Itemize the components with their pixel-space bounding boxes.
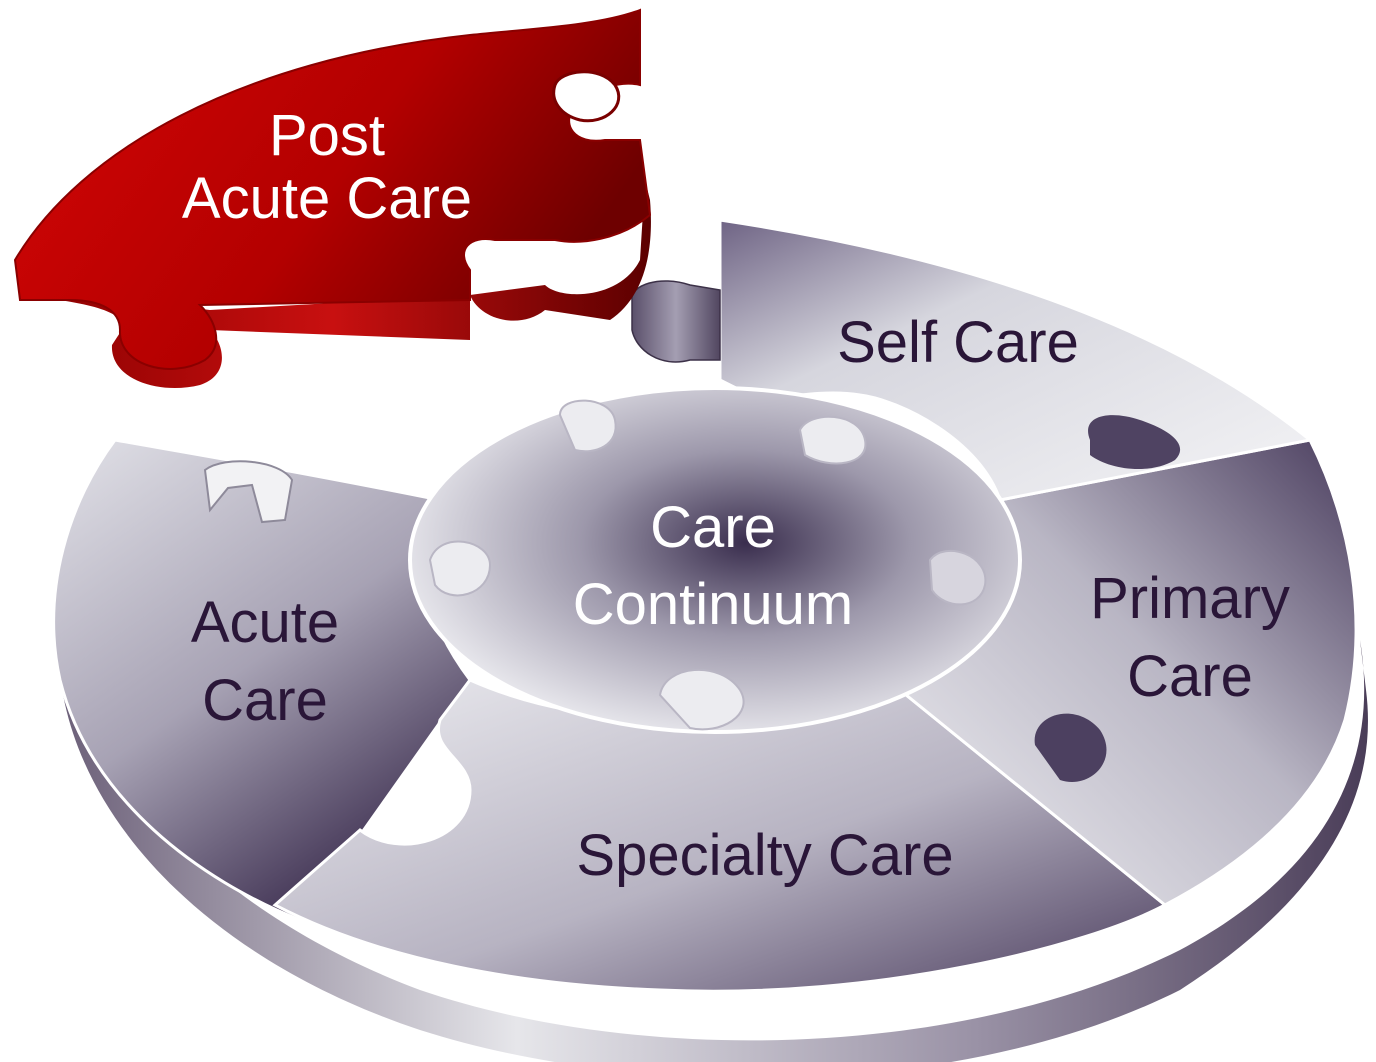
post-acute-care-label: Post Acute Care: [182, 103, 472, 231]
specialty-care-label: Specialty Care: [576, 823, 953, 888]
post-acute-care-label-line2: Acute Care: [182, 166, 472, 231]
center-label-line1: Care: [650, 495, 776, 560]
care-continuum-center-piece: [408, 386, 1022, 734]
post-acute-care-label-line1: Post: [269, 103, 385, 168]
acute-care-piece: [52, 438, 472, 922]
post-acute-care-piece: [13, 8, 652, 389]
center-label-line2: Continuum: [573, 572, 853, 637]
primary-care-label: Primary Care: [1090, 566, 1290, 709]
acute-care-label-line1: Acute: [191, 590, 339, 655]
center-label: Care Continuum: [573, 495, 853, 637]
primary-care-label-line1: Primary: [1090, 566, 1290, 631]
self-care-label: Self Care: [837, 310, 1079, 375]
acute-care-label-line2: Care: [202, 668, 328, 733]
acute-care-label: Acute Care: [191, 590, 339, 733]
primary-care-label-line2: Care: [1127, 644, 1253, 709]
